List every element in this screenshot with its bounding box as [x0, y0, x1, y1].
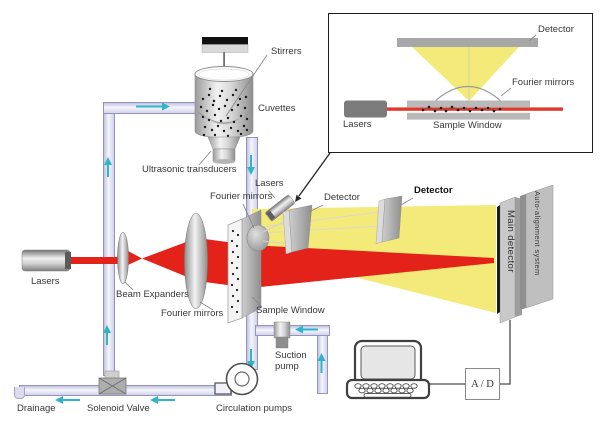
pointer-lasers-small	[268, 190, 276, 199]
solenoid-valve	[98, 370, 127, 395]
pointer-detector-right	[400, 197, 414, 206]
inset-window-bottom-bar	[407, 112, 530, 120]
inset-light-cone	[412, 47, 519, 101]
fourier-lens	[184, 213, 208, 309]
label-solenoid-valve: Solenoid Valve	[87, 403, 150, 414]
label-main-detector: Main detector	[505, 210, 516, 273]
main-laser	[21, 249, 71, 272]
flow-arrow-left-drain-2	[150, 396, 175, 404]
suction-pump	[273, 321, 291, 349]
ad-converter-box: A / D	[465, 368, 500, 400]
detector-sensor-strip	[497, 205, 500, 314]
pipe-suction-branch	[255, 325, 330, 336]
flow-arrow-down-2	[247, 349, 255, 369]
label-cuvettes: Cuvettes	[258, 103, 296, 114]
sample-window-plate	[227, 209, 291, 324]
label-sample-window: Sample Window	[256, 305, 325, 316]
drainage-outlet	[14, 387, 25, 399]
ultrasonic-transducer	[207, 136, 241, 164]
label-fourier-upper: Fourier mirrors	[210, 191, 273, 202]
pointer-sample-window	[251, 296, 263, 308]
label-circulation: Circulation pumps	[216, 403, 293, 414]
label-detector-right: Detector	[414, 185, 453, 196]
label-detector-left: Detector	[324, 192, 360, 203]
ad-converter-label: A / D	[471, 378, 494, 390]
particle-dots-cuvette	[199, 87, 249, 138]
beam-expander-lens	[117, 232, 129, 284]
scatter-rays	[259, 211, 382, 234]
flow-arrow-up-2	[103, 325, 111, 345]
label-auto-alignment: Auto-alignment system	[533, 191, 542, 276]
inset-laser-body	[344, 100, 387, 118]
inset-window-top-bar	[407, 100, 530, 108]
pointer-inset-detector	[528, 34, 537, 42]
label-beam-expanders: Beam Expanders	[116, 289, 189, 300]
laptop	[345, 339, 431, 400]
label-stirrers: Stirrers	[271, 46, 302, 57]
label-drainage: Drainage	[17, 403, 56, 414]
pointer-stirrers	[225, 54, 268, 117]
flow-arrow-left-drain-1	[55, 396, 80, 404]
circulation-pump	[214, 362, 259, 396]
label-ultrasonic: Ultrasonic transducers	[142, 164, 237, 175]
flow-arrow-right	[136, 102, 170, 111]
inset-label-fourier: Fourier mirrors	[512, 77, 575, 88]
beam-expanding	[142, 238, 197, 281]
flow-arrow-down-1	[247, 155, 255, 175]
label-suction-pump: Suction pump	[275, 350, 307, 372]
pointer-detector-left	[308, 204, 324, 213]
flow-arrows	[55, 102, 326, 404]
beam-converging	[128, 251, 142, 265]
flow-arrow-up-3	[317, 353, 326, 373]
pointer-inset-fourier	[500, 87, 512, 97]
flow-arrow-left-suction	[295, 325, 318, 334]
pointer-fourier-lower	[199, 301, 214, 311]
label-lasers-main: Lasers	[31, 276, 60, 287]
inset-label-sample-window: Sample Window	[433, 120, 502, 131]
laptop-keys	[354, 383, 418, 398]
cuvette	[194, 66, 254, 138]
vortex	[197, 111, 251, 124]
beam-laser-to-expander	[71, 257, 121, 264]
inset-fourier-arc	[432, 85, 504, 104]
label-lasers-sample: Lasers	[255, 178, 284, 189]
particle-dots-window	[230, 229, 240, 314]
particle-dots-inset	[421, 105, 502, 113]
pointer-fourier-upper	[242, 203, 255, 229]
detector-plate-right	[375, 195, 403, 245]
label-fourier-lower: Fourier mirrors	[161, 308, 224, 319]
sample-laser	[265, 195, 295, 221]
main-detector-unit	[497, 194, 522, 324]
beam-to-main-detector	[250, 245, 494, 288]
inset-zoom-arrow	[295, 152, 331, 202]
signal-wires	[429, 320, 511, 385]
inset-label-lasers: Lasers	[343, 119, 372, 130]
inset-contents	[344, 38, 538, 120]
inset-laser-beam	[387, 107, 563, 111]
inset-detector-bar	[397, 38, 538, 47]
auto-alignment-unit	[520, 184, 554, 310]
wire-ad-detector	[498, 320, 511, 385]
detector-plate-left	[282, 204, 313, 255]
inset-label-detector: Detector	[538, 24, 574, 35]
flow-arrow-up-1	[104, 157, 112, 177]
pointer-ultrasonic	[198, 150, 212, 166]
pointer-beam-expanders	[124, 281, 134, 291]
